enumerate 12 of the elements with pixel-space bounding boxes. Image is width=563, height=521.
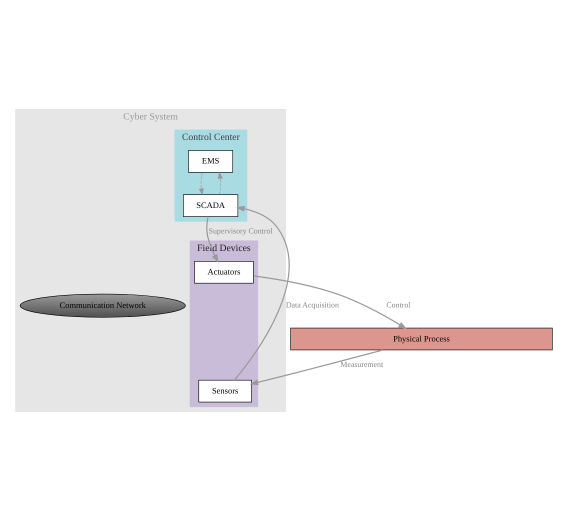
node-box: Actuators bbox=[194, 261, 254, 284]
node-box: Sensors bbox=[198, 380, 252, 402]
node-ellipse: Communication Network bbox=[20, 294, 186, 318]
node-box: Physical Process bbox=[290, 328, 553, 350]
node-box: EMS bbox=[188, 150, 234, 173]
arrow bbox=[206, 216, 219, 263]
arrow bbox=[198, 172, 204, 196]
arrow bbox=[218, 172, 223, 195]
arrow bbox=[234, 206, 290, 381]
arrow bbox=[250, 349, 383, 386]
node-box: SCADA bbox=[183, 194, 238, 217]
arrow bbox=[253, 275, 407, 329]
